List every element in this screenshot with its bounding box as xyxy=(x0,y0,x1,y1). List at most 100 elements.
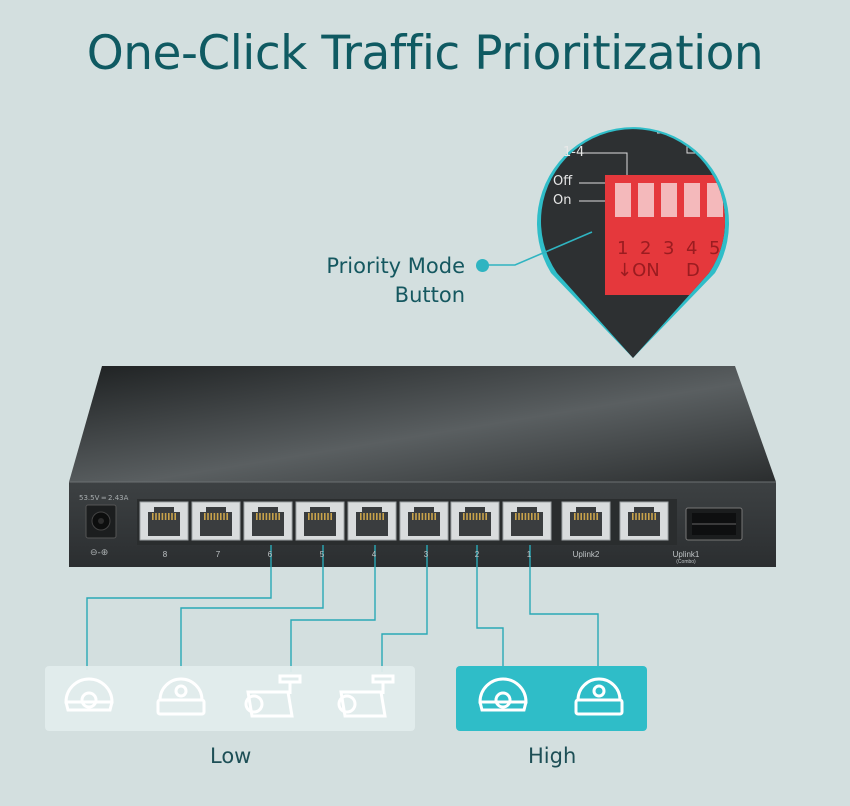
rj45-pin xyxy=(466,513,468,520)
rj45-pin xyxy=(330,513,332,520)
dip-num-3: 3 xyxy=(663,238,675,259)
bullet-camera-icon xyxy=(244,674,302,718)
port-label-2: 2 xyxy=(474,550,480,559)
rj45-pin xyxy=(577,513,579,520)
power-symbol: ⊖-⊕ xyxy=(90,548,109,558)
rj45-pin xyxy=(580,513,582,520)
rj45-pin xyxy=(158,513,160,520)
rj45-pin xyxy=(593,513,595,520)
rj45-pin xyxy=(324,513,326,520)
connection-lines xyxy=(86,545,599,672)
rj45-pin xyxy=(521,513,523,520)
rj45-pin xyxy=(583,513,586,520)
rj45-pin xyxy=(278,513,280,520)
rj45-pin xyxy=(472,513,475,520)
rj45-pin xyxy=(327,513,329,520)
dip-num-5: 5 xyxy=(709,238,721,259)
rj45-pin xyxy=(226,513,228,520)
power-rating: 53.5V ═ 2.43A xyxy=(79,494,129,502)
rj45-pin xyxy=(644,513,647,520)
rj45-pin xyxy=(275,513,277,520)
rj45-pin xyxy=(424,513,427,520)
rj45-pin xyxy=(223,513,225,520)
rj45-pin xyxy=(632,513,634,520)
rj45-pin xyxy=(485,513,487,520)
rj45-pin xyxy=(268,513,271,520)
rj45-pin xyxy=(363,513,365,520)
rj45-pin xyxy=(641,513,644,520)
rj45-pin xyxy=(152,513,154,520)
rj45-pin xyxy=(155,513,157,520)
rj45-pin xyxy=(518,513,520,520)
rj45-pin xyxy=(531,513,533,520)
rj45-pin xyxy=(638,513,640,520)
rj45-pin xyxy=(320,513,323,520)
rj45-pin xyxy=(360,513,362,520)
rj45-pin xyxy=(596,513,598,520)
rj45-pin xyxy=(207,513,209,520)
priority-leader-dot xyxy=(476,259,489,272)
priority-mode-line2: Button xyxy=(394,283,465,307)
dome-camera-icon xyxy=(156,677,206,716)
dip-num-4: 4 xyxy=(686,238,698,259)
rj45-pin xyxy=(418,513,420,520)
port-label-uplink1: Uplink1 xyxy=(672,550,700,559)
rj45-pin xyxy=(376,513,378,520)
rj45-pin xyxy=(216,513,219,520)
port-label-6: 6 xyxy=(267,550,273,559)
rj45-pin xyxy=(475,513,478,520)
dip-range-label: 1-4 xyxy=(563,145,585,160)
rj45-pin xyxy=(372,513,375,520)
low-caption: Low xyxy=(210,744,252,768)
dip-switch-zoom: 1-4 Off On 1 2 3 4 5 ↓ON D xyxy=(537,113,729,358)
rj45-pin xyxy=(256,513,258,520)
rj45-pin xyxy=(412,513,414,520)
dip-num-1: 1 xyxy=(617,238,629,259)
rj45-pin xyxy=(213,513,216,520)
rj45-pin xyxy=(469,513,471,520)
rj45-pin xyxy=(421,513,424,520)
dome-camera-icon xyxy=(64,677,114,712)
rj45-pin xyxy=(171,513,173,520)
high-caption: High xyxy=(528,744,577,768)
rj45-pin xyxy=(479,513,481,520)
port-label-1: 1 xyxy=(526,550,532,559)
rj45-pin xyxy=(590,513,592,520)
port-label-5: 5 xyxy=(319,550,325,559)
port-label-8: 8 xyxy=(162,550,168,559)
rj45-pin xyxy=(648,513,650,520)
port-label-7: 7 xyxy=(215,550,221,559)
rj45-pin xyxy=(482,513,484,520)
rj45-pin xyxy=(428,513,430,520)
rj45-pin xyxy=(515,513,517,520)
priority-leader-line xyxy=(482,231,593,266)
rj45-pin xyxy=(161,513,164,520)
rj45-pin xyxy=(272,513,274,520)
rj45-pin xyxy=(164,513,167,520)
rj45-pin xyxy=(635,513,637,520)
page-title: One-Click Traffic Prioritization xyxy=(86,26,764,81)
dome-camera-icon xyxy=(574,677,624,716)
bullet-camera-icon xyxy=(337,674,395,718)
port-label-uplink2: Uplink2 xyxy=(572,550,600,559)
rj45-pin xyxy=(651,513,653,520)
rj45-pin xyxy=(524,513,527,520)
rj45-pin xyxy=(574,513,576,520)
rj45-pin xyxy=(265,513,268,520)
rj45-pin xyxy=(463,513,465,520)
rj45-pin xyxy=(168,513,170,520)
dip-on-text: ↓ON xyxy=(617,260,660,281)
rj45-pin xyxy=(220,513,222,520)
port-label-4: 4 xyxy=(371,550,377,559)
rj45-pin xyxy=(434,513,436,520)
rj45-pin xyxy=(537,513,539,520)
rj45-pin xyxy=(204,513,206,520)
rj45-pin xyxy=(382,513,384,520)
rj45-pin xyxy=(210,513,212,520)
dip-d-text: D xyxy=(686,260,700,281)
priority-mode-label: Priority Mode Button xyxy=(326,252,465,310)
dip-off-label: Off xyxy=(553,174,573,189)
dip-num-2: 2 xyxy=(640,238,652,259)
rj45-pin xyxy=(527,513,530,520)
